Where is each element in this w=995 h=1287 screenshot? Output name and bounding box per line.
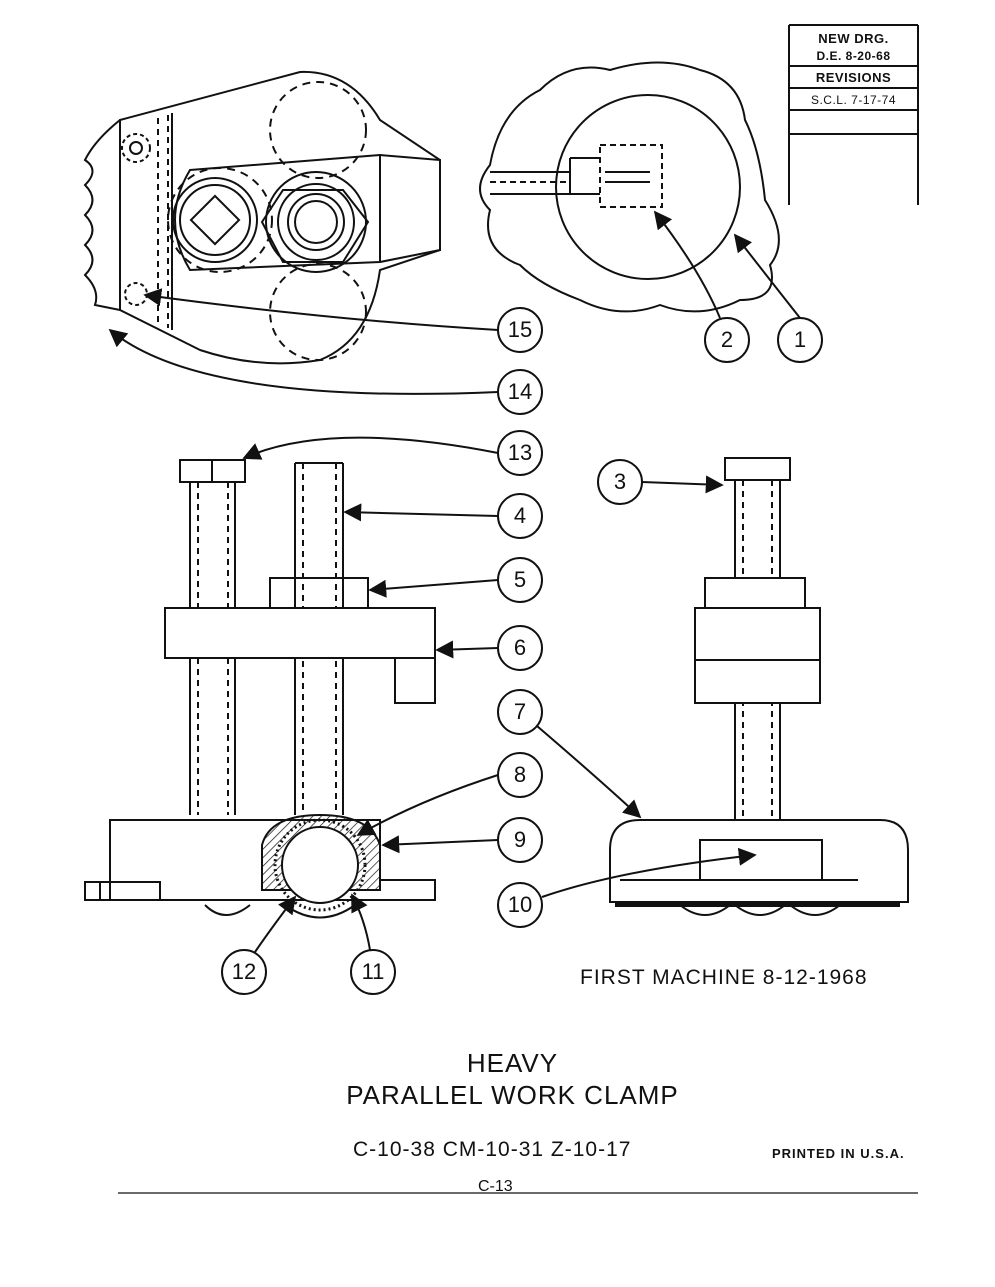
callout-5: 5 [513, 567, 527, 592]
new-drawing-date: D.E. 8-20-68 [816, 49, 891, 63]
break-outline [479, 61, 780, 313]
callout-14: 14 [507, 379, 533, 404]
part-numbers: C-10-38 CM-10-31 Z-10-17 [353, 1138, 632, 1161]
callout-7: 7 [513, 699, 527, 724]
callout-3: 3 [613, 469, 627, 494]
callout-11: 11 [361, 959, 385, 984]
revisions-label: REVISIONS [815, 70, 892, 85]
plan-view-scallops [83, 119, 121, 311]
page-number: C-13 [478, 1178, 513, 1195]
revision-block-frame [788, 24, 919, 205]
printed-in-usa: PRINTED IN U.S.A. [772, 1146, 905, 1161]
callout-10: 10 [507, 892, 533, 917]
callout-8: 8 [513, 762, 527, 787]
callout-balloons [221, 307, 823, 995]
front-view [84, 459, 436, 919]
plan-view [83, 70, 441, 365]
callout-9: 9 [513, 827, 527, 852]
revision-block: NEW DRG. D.E. 8-20-68 REVISIONS S.C.L. 7… [789, 25, 918, 205]
new-drawing-label: NEW DRG. [818, 31, 889, 46]
title-line-2: PARALLEL WORK CLAMP [346, 1080, 679, 1110]
leader-lines [108, 210, 801, 953]
plan-view-outline [119, 70, 441, 365]
revision-entry: S.C.L. 7-17-74 [810, 93, 897, 107]
side-view [609, 457, 909, 916]
callout-6: 6 [513, 635, 527, 660]
title-line-1: HEAVY [466, 1048, 559, 1078]
callout-1: 1 [793, 327, 807, 352]
detail-view [479, 61, 780, 313]
callout-13: 13 [507, 440, 533, 465]
callout-15: 15 [507, 317, 533, 342]
first-machine-note: FIRST MACHINE 8-12-1968 [580, 966, 868, 989]
callout-2: 2 [720, 327, 734, 352]
callout-4: 4 [513, 503, 527, 528]
callout-12: 12 [231, 959, 257, 984]
